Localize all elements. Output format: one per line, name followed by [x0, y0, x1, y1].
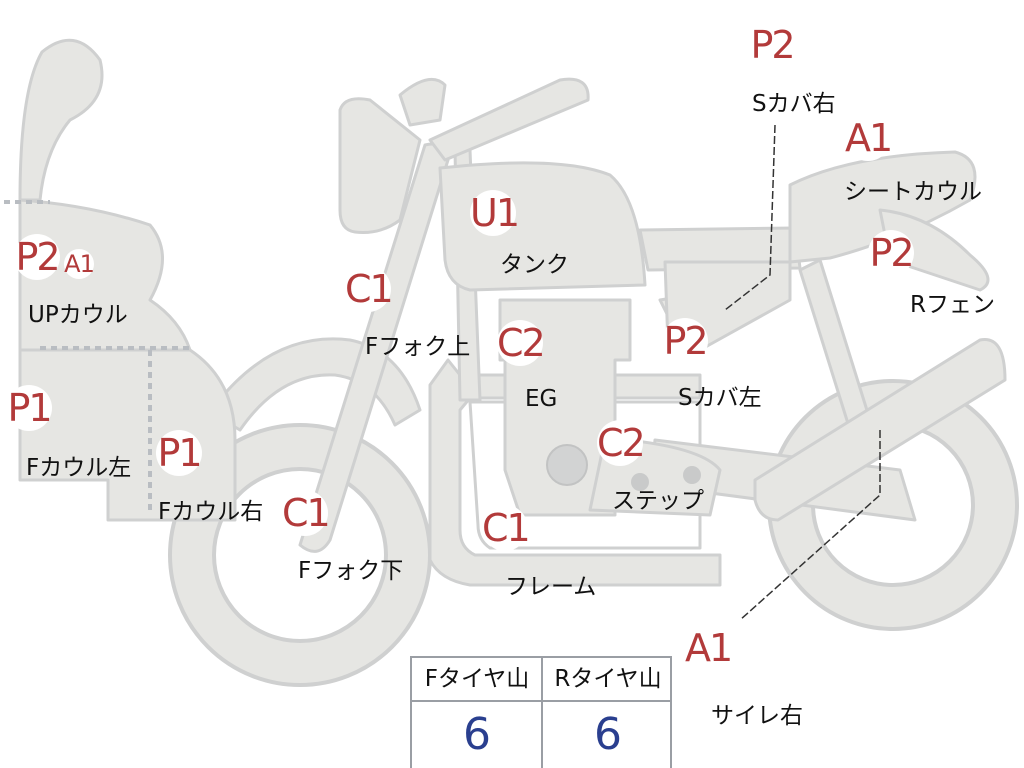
- engine-grade: C2: [497, 320, 546, 366]
- table-column-divider: [541, 658, 543, 768]
- s-cover-right-grade: P2: [749, 22, 796, 68]
- step-grade: C2: [597, 420, 646, 466]
- handlebar: [398, 77, 447, 127]
- f-cowl-right-grade: P1: [156, 430, 203, 476]
- up-cowl-shape: [18, 38, 104, 202]
- muffler-right-label: サイレ右: [711, 703, 803, 729]
- seat-cowl-grade: A1: [845, 115, 893, 161]
- f-fork-lower-label: Fフォク下: [298, 558, 404, 584]
- up-cowl-label: UPカウル: [28, 302, 128, 328]
- headlight: [338, 97, 422, 234]
- r-fender-label: Rフェン: [910, 292, 995, 318]
- engine-label: EG: [525, 386, 558, 412]
- f-fork-lower-grade: C1: [282, 490, 331, 536]
- step-label: ステップ: [612, 488, 704, 514]
- s-cover-left-label: Sカバ左: [678, 385, 762, 411]
- r-fender-grade: P2: [868, 230, 915, 276]
- tank-label: タンク: [500, 252, 569, 278]
- up-cowl-sub-grade: A1: [64, 249, 95, 279]
- rear-fender-shape: [878, 208, 990, 292]
- rear-tire-header: Rタイヤ山: [554, 666, 662, 692]
- front-tire-value: 6: [463, 709, 491, 760]
- frame-label: フレーム: [505, 574, 597, 600]
- s-cover-left-grade: P2: [662, 318, 709, 364]
- f-cowl-right-label: Fカウル右: [158, 499, 264, 525]
- rear-tire-value: 6: [594, 709, 622, 760]
- seat-shape: [638, 226, 802, 272]
- seat-cowl-label: シートカウル: [844, 179, 982, 205]
- tire-tread-table: Fタイヤ山 Rタイヤ山 6 6: [410, 656, 672, 768]
- up-cowl-grade: P2: [14, 234, 61, 280]
- f-fork-upper-grade: C1: [345, 266, 394, 312]
- tank-grade: U1: [470, 190, 520, 236]
- f-fork-upper-label: Fフォク上: [365, 334, 471, 360]
- front-tire-header: Fタイヤ山: [424, 666, 530, 692]
- s-cover-right-label: Sカバ右: [752, 91, 836, 117]
- muffler-shape: [753, 338, 1007, 522]
- frame-grade: C1: [482, 505, 531, 551]
- f-cowl-left-label: Fカウル左: [26, 455, 132, 481]
- front-cowl-shape: [18, 348, 237, 522]
- muffler-right-grade: A1: [685, 625, 733, 671]
- f-cowl-left-grade: P1: [6, 385, 53, 431]
